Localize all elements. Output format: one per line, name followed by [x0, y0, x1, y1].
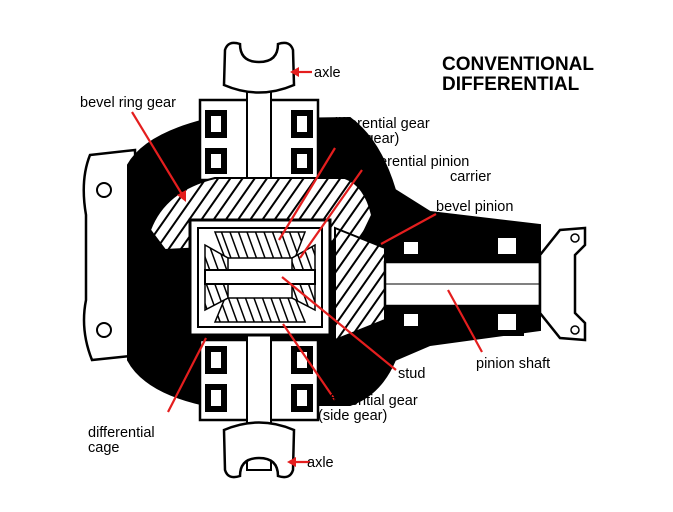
- upper-side-gear-shape: [213, 231, 307, 259]
- lower-side-gear-shape: [213, 297, 307, 323]
- label-axle-top: axle: [314, 65, 341, 81]
- label-stud: stud: [398, 366, 425, 382]
- pointer-stud: [281, 276, 397, 371]
- pointer-side-gear-top: [278, 147, 336, 241]
- label-bevel-ring-gear: bevel ring gear: [80, 95, 176, 111]
- pointer-cage: [167, 337, 207, 413]
- pointer-pinion-carrier: [299, 169, 363, 259]
- label-side-gear-bottom-1: differential gear: [318, 393, 418, 409]
- label-pinion-shaft: pinion shaft: [476, 356, 550, 372]
- label-cage-2: cage: [88, 440, 119, 456]
- diagram-title-line2: DIFFERENTIAL: [442, 74, 580, 95]
- pointer-lines: [131, 67, 483, 467]
- mount-bolt-hole-top: [96, 182, 112, 198]
- pointer-bevel-pinion: [380, 213, 437, 245]
- yoke-bolt-hole-top: [570, 233, 580, 243]
- yoke-bolt-hole-bottom: [570, 325, 580, 335]
- label-axle-bottom: axle: [307, 455, 334, 471]
- upper-axle-yoke: [222, 41, 296, 94]
- housing-mount-flange: [82, 148, 142, 362]
- label-side-gear-top-1: differential gear: [330, 116, 430, 132]
- label-bevel-pinion: bevel pinion: [436, 199, 513, 215]
- pointer-pinion-shaft: [447, 289, 483, 353]
- bevel-pinion-shape: [334, 226, 386, 342]
- mount-bolt-hole-bottom: [96, 322, 112, 338]
- label-pinion-carrier-2: carrier: [450, 169, 491, 185]
- pointer-bevel-ring-gear: [131, 111, 184, 197]
- pinion-assembly: [334, 226, 587, 342]
- label-side-gear-bottom-2: (side gear): [318, 408, 387, 424]
- label-side-gear-top-2: (side gear): [330, 131, 399, 147]
- label-pinion-carrier-1: differential pinion: [360, 154, 469, 170]
- label-cage-1: differential: [88, 425, 155, 441]
- pointer-side-gear-bottom: [282, 323, 336, 401]
- stud-shape: [204, 269, 316, 285]
- diagram-title-line1: CONVENTIONAL: [442, 54, 594, 75]
- lower-axle-yoke: [222, 421, 296, 479]
- differential-cage-shape: [188, 218, 332, 337]
- pinion-yoke: [538, 226, 587, 342]
